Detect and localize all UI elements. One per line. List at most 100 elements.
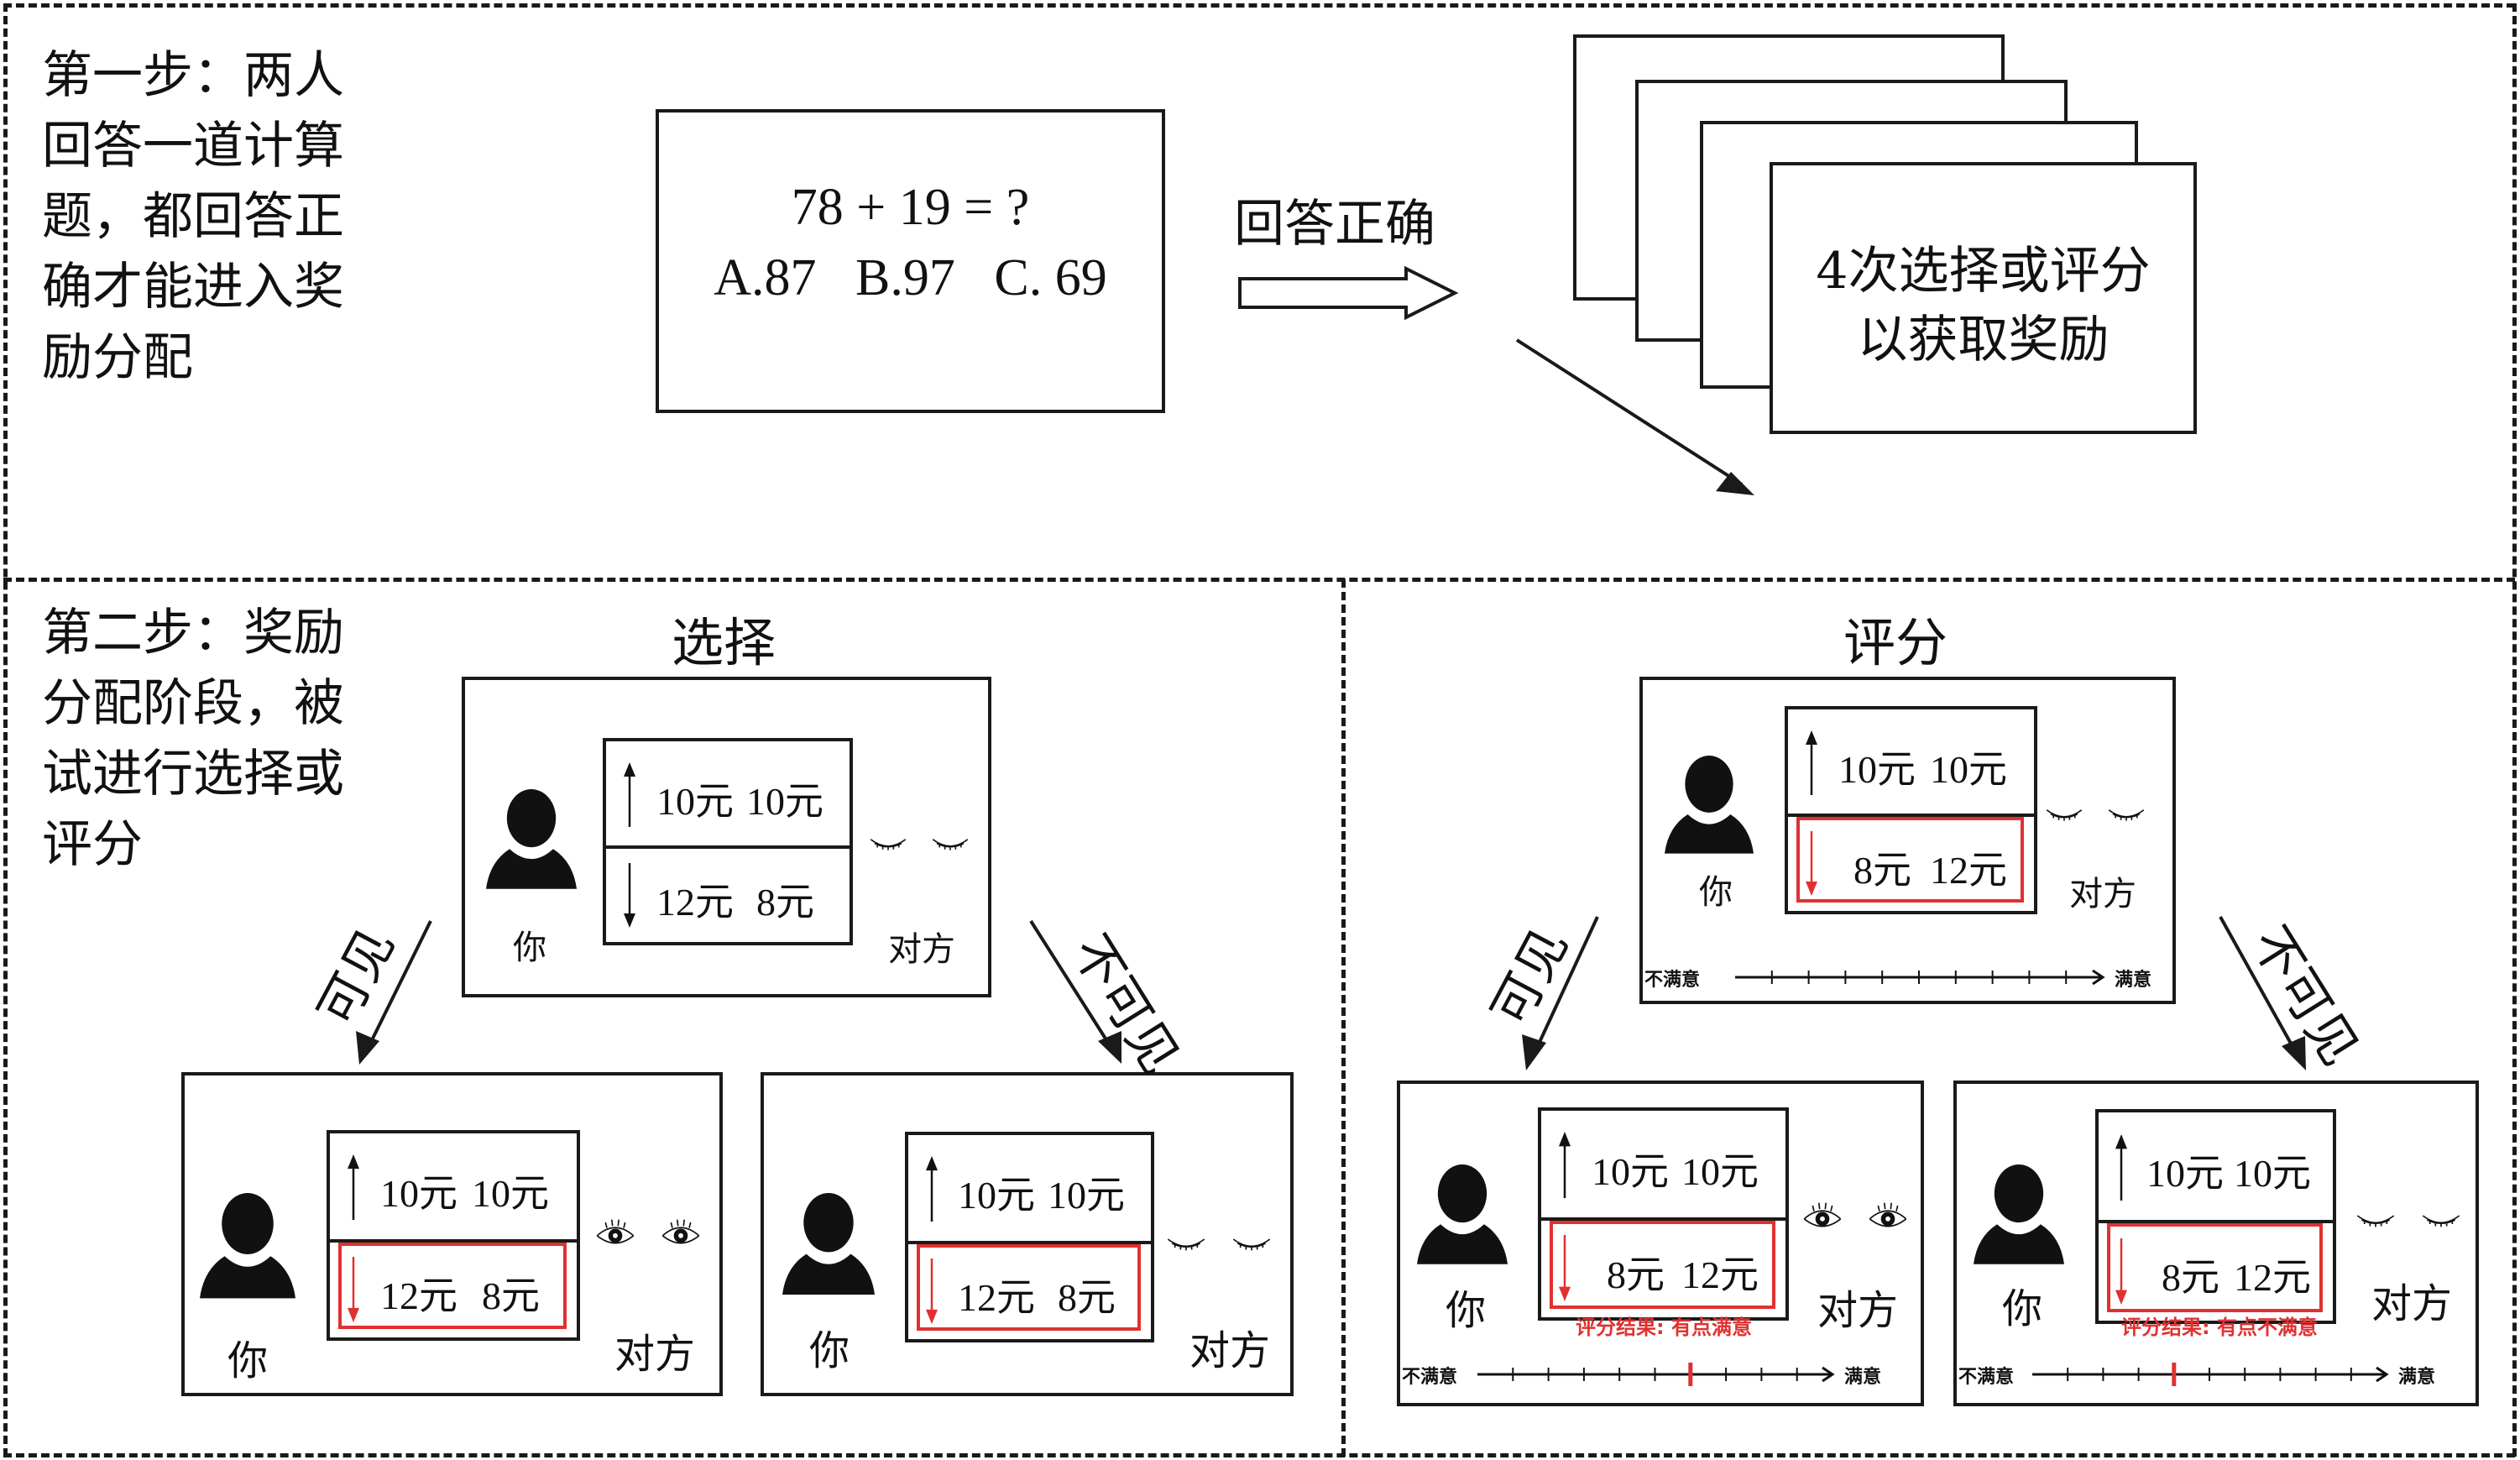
arrow-down-icon (926, 1259, 938, 1324)
frame-divider-vertical (1341, 579, 1346, 1457)
option-down[interactable]: 8元 12元 (2099, 1217, 2333, 1321)
rating-invisible-arrow-icon (2219, 916, 2306, 1070)
option-up-self: 10元 (380, 1172, 457, 1215)
option-up[interactable]: 10元 10元 (1541, 1111, 1785, 1221)
choice-invisible-arrow-icon (1029, 919, 1121, 1064)
open-eye-icon (1869, 1202, 1907, 1227)
closed-eye-icon (2046, 809, 2083, 821)
rating-scale[interactable] (1643, 680, 2179, 1007)
you-label: 你 (513, 929, 546, 967)
arrow-down-icon (624, 863, 635, 928)
option-up[interactable]: 10元 10元 (908, 1135, 1151, 1244)
frame-top (3, 3, 2515, 8)
arrow-up-icon (624, 762, 635, 827)
person-icon (1417, 1164, 1508, 1264)
option-table: 10元 10元 12元 8元 (603, 738, 853, 945)
scale-left-label: 不满意 (1402, 1366, 1458, 1388)
person-icon (782, 1193, 875, 1295)
scale-right-label: 满意 (1844, 1366, 1882, 1388)
step1-line: 励分配 (42, 328, 193, 387)
rating-scale[interactable] (1957, 1084, 2482, 1410)
option-down[interactable]: 8元 12元 (1541, 1214, 1785, 1317)
selected-option-highlight (338, 1243, 567, 1329)
rating-result: 评分结果: 有点满意 (1576, 1316, 1752, 1339)
option-table: 10元 10元 12元 8元 (905, 1132, 1154, 1342)
step2-line: 第二步：奖励 (42, 604, 344, 662)
option-down-self: 8元 (2162, 1256, 2219, 1299)
choice-visible-panel: 你 10元 10元 12元 8元 对方 (181, 1072, 723, 1396)
option-down-self: 12元 (656, 881, 734, 924)
option-down-self: 8元 (1607, 1253, 1665, 1296)
closed-eye-icon (2356, 1215, 2395, 1227)
option-down-self: 12元 (958, 1276, 1035, 1319)
you-avatar (486, 789, 577, 889)
option-up[interactable]: 10元 10元 (1788, 709, 2034, 817)
step2-line: 试进行选择或 (42, 745, 344, 803)
choice-invisible-panel: 你 10元 10元 12元 8元 对方 (761, 1072, 1294, 1396)
option-down-other: 12元 (1930, 849, 2007, 892)
option-up-other: 10元 (746, 780, 823, 823)
option-up-other: 10元 (2234, 1152, 2311, 1195)
selected-option-highlight (1550, 1221, 1775, 1309)
rating-scale[interactable] (1400, 1084, 1927, 1410)
step2-line: 评分 (42, 815, 143, 874)
step1-line: 第一步：两人 (42, 46, 344, 105)
card-line: 4次选择或评分 (1816, 242, 2151, 301)
hollow-arrow-right-icon (1238, 265, 1459, 321)
closed-eye-icon (870, 839, 907, 850)
frame-bottom (3, 1453, 2515, 1457)
scale-left-label: 不满意 (1644, 969, 1701, 991)
option-down[interactable]: 12元 8元 (908, 1238, 1151, 1339)
option-down-other: 8元 (482, 1274, 540, 1317)
closed-eye-icon (932, 839, 969, 850)
option-down-other: 12元 (1681, 1253, 1759, 1296)
scale-right-label: 满意 (2115, 969, 2152, 991)
other-label: 对方 (1189, 1327, 1271, 1374)
other-eyes (868, 835, 970, 854)
other-label: 对方 (614, 1331, 696, 1378)
person-icon (1974, 1164, 2064, 1264)
option-table: 10元 10元 8元 12元 (1785, 706, 2037, 914)
option-up-other: 10元 (1048, 1174, 1125, 1217)
rating-top-panel: 你 10元 10元 8元 12元 对方不满意满意 (1639, 677, 2176, 1004)
option-up-self: 10元 (958, 1174, 1035, 1217)
option-down[interactable]: 12元 8元 (330, 1236, 577, 1337)
other-label: 对方 (2371, 1280, 2453, 1327)
closed-eye-icon (1232, 1238, 1271, 1251)
step1-description: 第一步：两人 回答一道计算 题，都回答正 确才能进入奖 励分配 (42, 40, 411, 393)
option-up[interactable]: 10元 10元 (606, 741, 850, 849)
option-up[interactable]: 10元 10元 (2099, 1112, 2333, 1223)
arrow-up-icon (926, 1156, 938, 1222)
other-eyes (1165, 1235, 1273, 1254)
other-label: 对方 (2069, 875, 2136, 913)
you-avatar (200, 1193, 295, 1299)
option-up-other: 10元 (1930, 748, 2007, 791)
frame-divider-horizontal (3, 578, 2515, 582)
open-eye-icon (661, 1219, 700, 1244)
option-down-other: 8元 (1058, 1276, 1116, 1319)
closed-eye-icon (2422, 1215, 2460, 1227)
rating-result: 评分结果: 有点不满意 (2121, 1316, 2318, 1339)
arrow-up-icon (348, 1154, 359, 1220)
arrow-up-icon (2115, 1134, 2127, 1201)
option-up-self: 10元 (1838, 748, 1916, 791)
rating-invisible-panel: 你 10元 10元 8元 12元 对方不满意满意评分结果: 有点不满意 (1953, 1081, 2479, 1406)
option-up-self: 10元 (2146, 1152, 2224, 1195)
question-equation: 78 + 19 = ? (791, 179, 1030, 236)
question-options: A.87 B.97 C. 69 (714, 249, 1107, 306)
arrow-down-icon (348, 1257, 359, 1322)
rating-visible-panel: 你 10元 10元 8元 12元 对方不满意满意评分结果: 有点满意 (1397, 1081, 1924, 1406)
option-down-self: 8元 (1853, 849, 1911, 892)
step1-line: 回答一道计算 (42, 117, 344, 175)
option-up[interactable]: 10元 10元 (330, 1133, 577, 1243)
you-avatar (1974, 1164, 2064, 1264)
you-label: 你 (808, 1327, 850, 1374)
person-icon (486, 789, 577, 889)
option-down[interactable]: 8元 12元 (1788, 810, 2034, 911)
option-down[interactable]: 12元 8元 (606, 842, 850, 942)
step2-line: 分配阶段，被 (42, 674, 344, 733)
frame-right (2512, 3, 2517, 1457)
other-label: 对方 (1817, 1287, 1899, 1334)
scale-left-label: 不满意 (1958, 1366, 2015, 1388)
